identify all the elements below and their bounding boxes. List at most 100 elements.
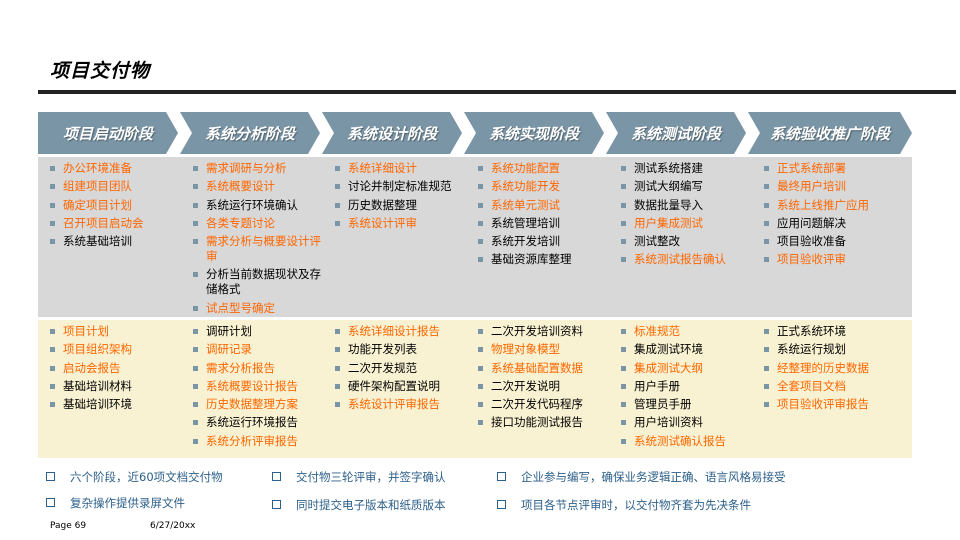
deliverable-column: 二次开发培训资料物理对象模型系统基础配置数据二次开发说明二次开发代码程序接口功能… [478,324,614,434]
note-text: 项目各节点评审时，以交付物齐套为先决条件 [521,498,751,512]
note-item: 复杂操作提供录屏文件 [46,495,185,511]
stage-chevron-4: 系统实现阶段 [464,112,604,154]
note-item: 同时提交电子版本和纸质版本 [272,497,446,513]
checkbox-icon [497,500,506,509]
activity-item: 系统功能开发 [478,179,614,194]
activity-item: 讨论并制定标准规范 [335,179,471,194]
activity-item: 最终用户培训 [764,179,900,194]
deliverable-item: 二次开发代码程序 [478,397,614,412]
activity-item: 应用问题解决 [764,216,900,231]
activity-item: 系统上线推广应用 [764,198,900,213]
deliverable-item: 系统测试确认报告 [621,434,757,449]
deliverable-column: 正式系统环境系统运行规划经整理的历史数据全套项目文档项目验收评审报告 [764,324,900,415]
activity-item: 需求分析与概要设计评审 [193,234,329,264]
activity-item: 测试系统搭建 [621,161,757,176]
stage-chevron-5: 系统测试阶段 [606,112,746,154]
activity-item: 系统单元测试 [478,198,614,213]
activity-item: 各类专题讨论 [193,216,329,231]
checkbox-icon [272,500,281,509]
activity-column: 正式系统部署最终用户培训系统上线推广应用应用问题解决项目验收准备项目验收评审 [764,161,900,271]
deliverable-item: 基础培训材料 [50,379,186,394]
activity-column: 系统详细设计讨论并制定标准规范历史数据整理系统设计评审 [335,161,471,234]
deliverable-item: 调研计划 [193,324,329,339]
stage-label: 项目启动阶段 [62,124,153,143]
deliverable-column: 标准规范集成测试环境集成测试大纲用户手册管理员手册用户培训资料系统测试确认报告 [621,324,757,452]
activity-item: 基础资源库整理 [478,252,614,267]
page-title: 项目交付物 [50,60,151,82]
activity-item: 系统测试报告确认 [621,252,757,267]
note-text: 六个阶段，近60项文档交付物 [70,470,223,484]
activity-item: 系统运行环境确认 [193,198,329,213]
deliverable-item: 二次开发规范 [335,361,471,376]
activity-item: 系统概要设计 [193,179,329,194]
note-item: 交付物三轮评审，并签字确认 [272,469,446,485]
deliverable-item: 管理员手册 [621,397,757,412]
deliverable-item: 系统概要设计报告 [193,379,329,394]
deliverable-item: 用户培训资料 [621,415,757,430]
activity-item: 系统管理培训 [478,216,614,231]
deliverable-item: 集成测试大纲 [621,361,757,376]
deliverable-item: 系统基础配置数据 [478,361,614,376]
note-text: 交付物三轮评审，并签字确认 [296,470,446,484]
checkbox-icon [497,472,506,481]
stage-chevron-row: 项目启动阶段 系统分析阶段 系统设计阶段 系统实现阶段 系统测试阶段 系统验收推… [38,112,912,154]
note-text: 同时提交电子版本和纸质版本 [296,498,446,512]
stage-label: 系统实现阶段 [488,124,579,143]
deliverable-item: 启动会报告 [50,361,186,376]
stage-label: 系统分析阶段 [204,124,295,143]
stage-chevron-6: 系统验收推广阶段 [748,112,912,154]
deliverable-item: 系统分析评审报告 [193,434,329,449]
stage-chevron-2: 系统分析阶段 [180,112,320,154]
activity-column: 测试系统搭建测试大纲编写数据批量导入用户集成测试测试整改系统测试报告确认 [621,161,757,271]
activity-item: 项目验收评审 [764,252,900,267]
checkbox-icon [46,498,55,507]
stage-label: 系统验收推广阶段 [769,124,890,143]
activity-item: 试点型号确定 [193,301,329,316]
activity-item: 系统详细设计 [335,161,471,176]
deliverable-item: 用户手册 [621,379,757,394]
deliverable-item: 物理对象模型 [478,342,614,357]
stage-chevron-1: 项目启动阶段 [38,112,178,154]
checkbox-icon [46,472,55,481]
activity-column: 系统功能配置系统功能开发系统单元测试系统管理培训系统开发培训基础资源库整理 [478,161,614,271]
deliverable-item: 需求分析报告 [193,361,329,376]
activity-item: 历史数据整理 [335,198,471,213]
deliverable-item: 项目计划 [50,324,186,339]
activity-item: 正式系统部署 [764,161,900,176]
deliverable-item: 功能开发列表 [335,342,471,357]
deliverable-item: 系统详细设计报告 [335,324,471,339]
activity-item: 测试整改 [621,234,757,249]
deliverable-item: 二次开发说明 [478,379,614,394]
activity-item: 项目验收准备 [764,234,900,249]
deliverable-item: 经整理的历史数据 [764,361,900,376]
note-item: 项目各节点评审时，以交付物齐套为先决条件 [497,497,751,513]
note-text: 企业参与编写，确保业务逻辑正确、语言风格易接受 [521,470,786,484]
activity-item: 确定项目计划 [50,198,186,213]
deliverable-item: 系统设计评审报告 [335,397,471,412]
activity-item: 办公环境准备 [50,161,186,176]
activity-item: 测试大纲编写 [621,179,757,194]
deliverable-item: 标准规范 [621,324,757,339]
deliverable-item: 系统运行环境报告 [193,415,329,430]
checkbox-icon [272,472,281,481]
deliverable-item: 全套项目文档 [764,379,900,394]
deliverable-item: 硬件架构配置说明 [335,379,471,394]
activity-item: 分析当前数据现状及存储格式 [193,267,329,297]
deliverables-band: 项目计划项目组织架构启动会报告基础培训材料基础培训环境调研计划调研记录需求分析报… [38,320,912,458]
deliverable-item: 正式系统环境 [764,324,900,339]
activity-column: 办公环境准备组建项目团队确定项目计划召开项目启动会系统基础培训 [50,161,186,252]
note-item: 企业参与编写，确保业务逻辑正确、语言风格易接受 [497,469,786,485]
stage-chevron-3: 系统设计阶段 [322,112,462,154]
deliverable-column: 系统详细设计报告功能开发列表二次开发规范硬件架构配置说明系统设计评审报告 [335,324,471,415]
deliverable-item: 集成测试环境 [621,342,757,357]
deliverable-item: 项目组织架构 [50,342,186,357]
activity-item: 组建项目团队 [50,179,186,194]
activity-item: 系统开发培训 [478,234,614,249]
stage-label: 系统测试阶段 [630,124,721,143]
activity-item: 数据批量导入 [621,198,757,213]
note-text: 复杂操作提供录屏文件 [70,496,185,510]
deliverable-item: 项目验收评审报告 [764,397,900,412]
activity-item: 需求调研与分析 [193,161,329,176]
title-divider [38,90,956,94]
note-item: 六个阶段，近60项文档交付物 [46,469,223,485]
